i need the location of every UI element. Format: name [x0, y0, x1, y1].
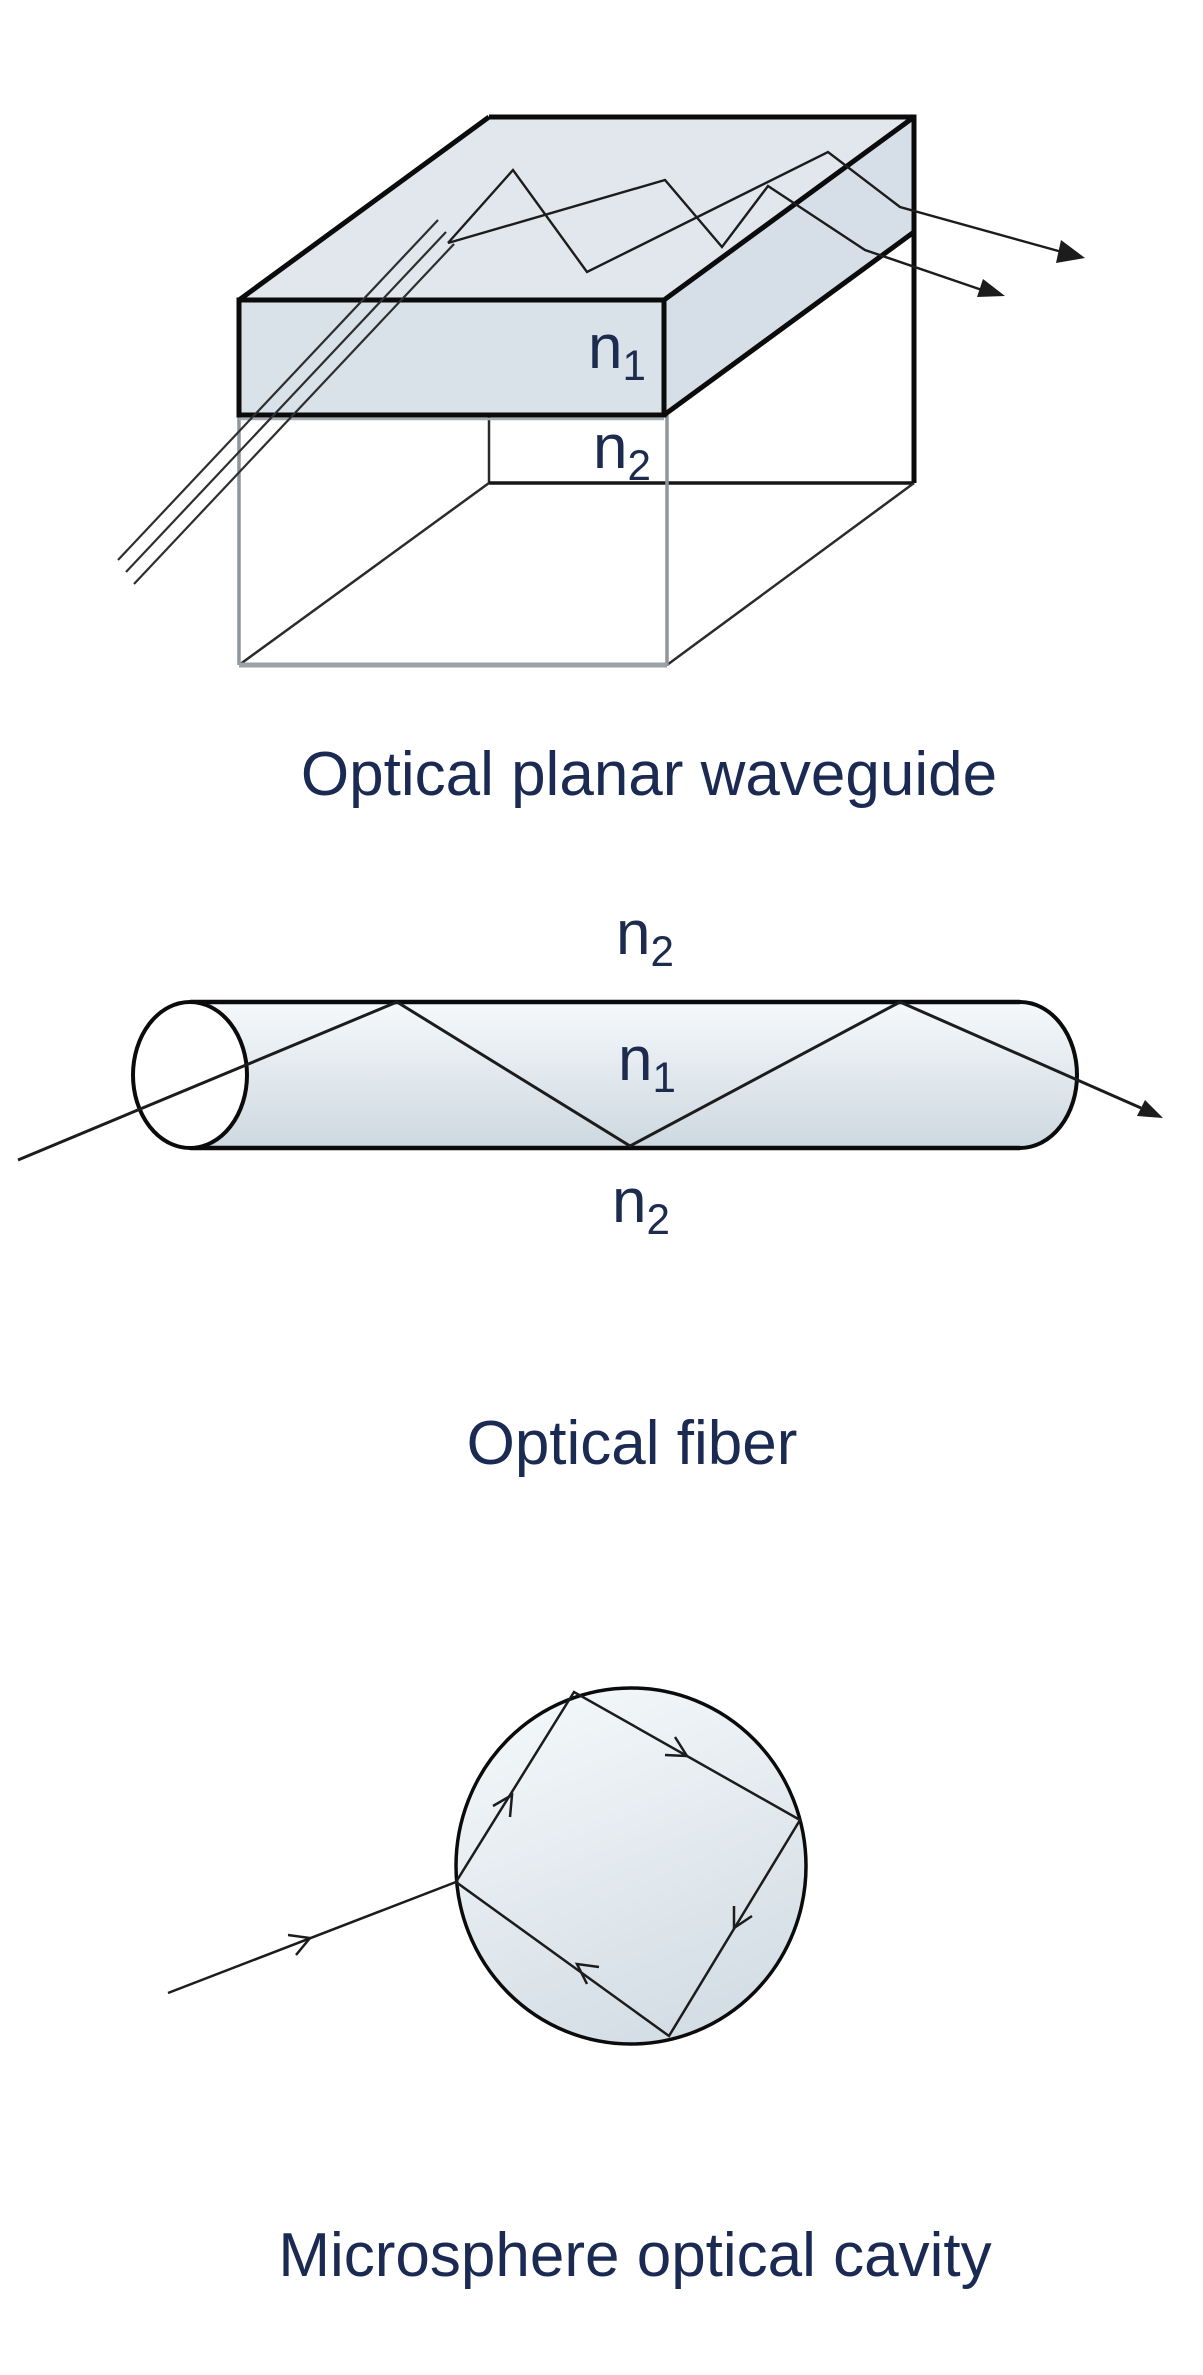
slab-right-top-edge	[662, 114, 916, 303]
label-sub: 2	[646, 1195, 670, 1243]
guided-ray-zigzag-b	[447, 178, 983, 292]
fiber-ray-zigzag	[17, 1000, 1142, 1162]
label-sub: 1	[652, 1053, 676, 1101]
waveguide-slab	[236, 114, 917, 421]
substrate-box	[237, 232, 917, 668]
slab-top-face	[239, 117, 914, 300]
substrate-hidden-edge	[238, 481, 490, 667]
label-sub: 2	[650, 927, 674, 975]
guided-ray-zigzag-a	[447, 150, 1063, 274]
caption-microsphere: Microsphere optical cavity	[85, 2220, 1185, 2292]
incident-ray-line	[133, 243, 455, 585]
incident-ray-line	[117, 219, 439, 561]
cavity-arrowhead-down-left	[732, 1906, 753, 1931]
figure-optical-fiber	[17, 999, 1163, 1162]
caption-optical-fiber: Optical fiber	[82, 1408, 1182, 1480]
label-base: n	[593, 413, 628, 483]
label-base: n	[588, 313, 623, 383]
label-sub: 1	[622, 341, 646, 389]
incident-ray-line	[125, 231, 447, 573]
label-base: n	[612, 1167, 647, 1237]
guided-rays	[447, 150, 1085, 297]
cavity-ray-path	[454, 1690, 802, 2038]
exit-arrowhead-lower	[977, 279, 1005, 297]
cavity-ray-arrowheads	[492, 1736, 753, 1985]
exit-arrowhead-upper	[1056, 240, 1085, 263]
slab-left-receding-edge	[237, 114, 491, 303]
figure-planar-waveguide	[117, 114, 1085, 668]
label-n2-fiber-bottom: n2	[612, 1171, 670, 1241]
label-base: n	[618, 1025, 653, 1095]
fiber-end-face	[131, 1000, 249, 1150]
substrate-bottom-right-edge	[666, 481, 915, 667]
label-sub: 2	[627, 441, 651, 489]
caption-text: Microsphere optical cavity	[278, 2221, 992, 2290]
label-n1-fiber-core: n1	[618, 1029, 676, 1099]
slab-right-bottom-edge	[662, 229, 916, 418]
entry-ray-arrowhead	[287, 1933, 313, 1956]
label-n2-substrate: n2	[593, 417, 651, 487]
label-n2-fiber-top: n2	[616, 903, 674, 973]
caption-text: Optical fiber	[466, 1409, 798, 1478]
fiber-body	[190, 1002, 1077, 1148]
caption-text: Optical planar waveguide	[300, 740, 998, 809]
microsphere-circle	[454, 1686, 808, 2046]
fiber-exit-arrowhead	[1137, 1100, 1163, 1118]
label-base: n	[616, 899, 651, 969]
cavity-arrowhead-up-left	[574, 1962, 600, 1985]
slab-right-face	[664, 117, 914, 415]
label-n1-waveguide: n1	[588, 317, 646, 387]
fiber-right-cap	[1019, 1000, 1079, 1150]
slab-front-face	[239, 300, 664, 415]
figure-microsphere	[167, 1686, 808, 2046]
caption-planar-waveguide: Optical planar waveguide	[99, 739, 1199, 811]
incident-ray-bundle	[117, 219, 455, 585]
cavity-arrowhead-down-right	[664, 1736, 690, 1758]
cavity-arrowhead-up-right	[492, 1792, 514, 1818]
